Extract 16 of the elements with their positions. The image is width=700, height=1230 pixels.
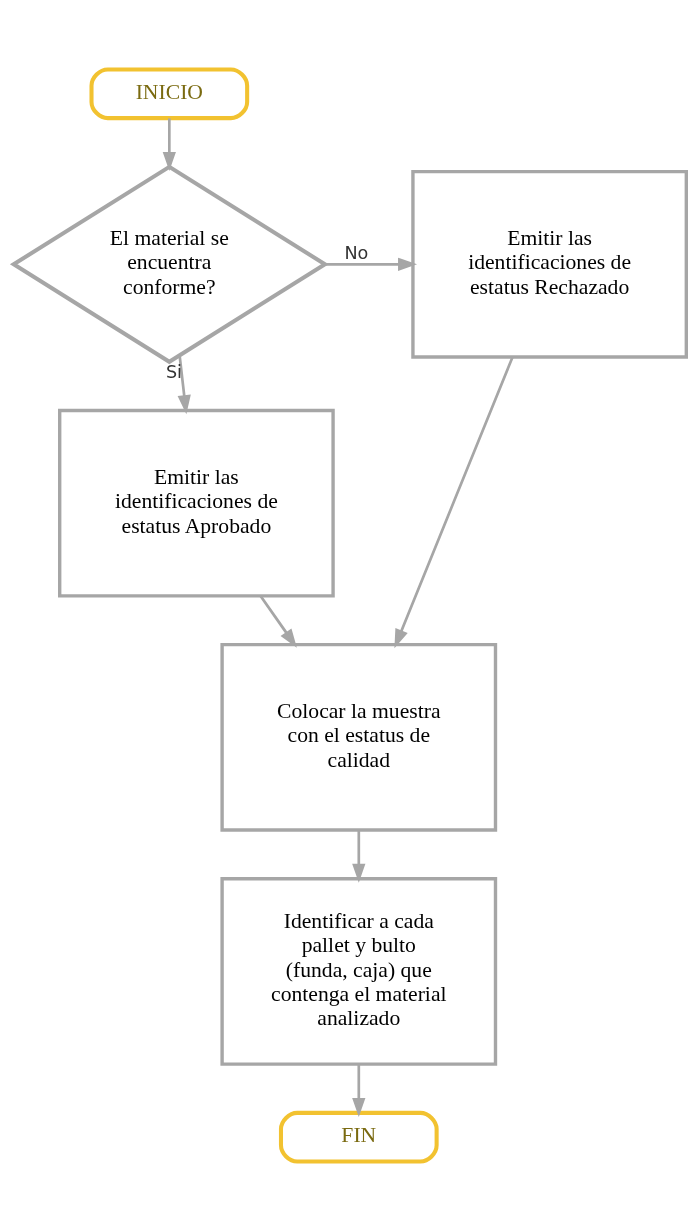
node-box: FIN: [278, 1110, 439, 1164]
edge-label: No: [344, 242, 369, 263]
arrow: [177, 354, 191, 414]
edge-label: Si: [165, 361, 182, 382]
node-box: Identificar a cada pallet y bulto (funda, caja) que contenga el material analizado: [220, 876, 498, 1066]
node-box: INICIO: [89, 66, 250, 120]
node-box: Emitir las identificaciones de estatus Rechazado: [411, 169, 688, 359]
node-diamond: El material se encuentra conforme?: [9, 163, 329, 364]
arrow: [352, 829, 366, 883]
node-box: Emitir las identificaciones de estatus Aprobado: [58, 408, 335, 598]
arrow: [162, 117, 176, 171]
arrow: [325, 257, 418, 271]
node-box: Colocar la muestra con el estatus de calidad: [220, 642, 498, 832]
arrow: [352, 1063, 366, 1117]
arrow: [394, 356, 514, 648]
arrow: [259, 594, 297, 648]
